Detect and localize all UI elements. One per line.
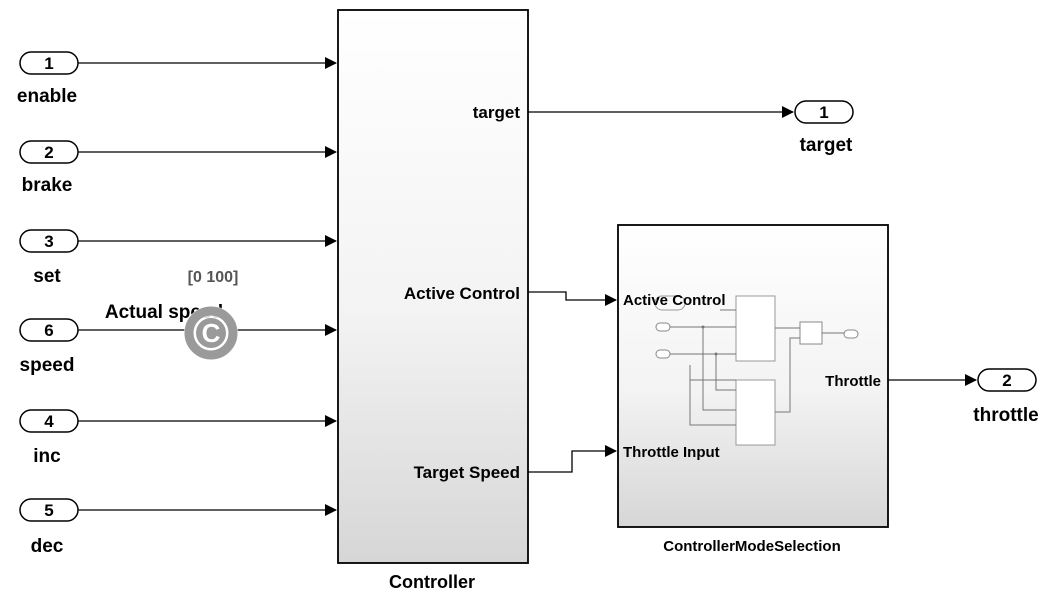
- mode-in-active-label: Active Control: [623, 292, 726, 309]
- inport-number: 4: [44, 412, 54, 431]
- inport-label: set: [33, 266, 61, 287]
- inport-number: 6: [44, 321, 53, 340]
- inport-dec[interactable]: 5 dec: [19, 498, 79, 557]
- subsystem-preview: [654, 295, 859, 446]
- controller-out-target-label: target: [473, 103, 521, 122]
- mode-in-throttle-label: Throttle Input: [623, 444, 720, 461]
- inport-number: 3: [44, 232, 53, 251]
- inport-brake[interactable]: 2 brake: [19, 140, 79, 196]
- inport-number: 1: [44, 54, 53, 73]
- outport-number: 1: [819, 103, 828, 122]
- signal-line-active-control[interactable]: [528, 291, 617, 306]
- outport-throttle[interactable]: 2 throttle: [973, 368, 1039, 426]
- inport-label: inc: [33, 446, 61, 467]
- inport-label: enable: [17, 86, 77, 107]
- inport-speed[interactable]: 6 speed: [19, 318, 79, 376]
- controller-out-active-label: Active Control: [404, 284, 520, 303]
- controller-out-speed-label: Target Speed: [414, 463, 520, 482]
- inport-enable[interactable]: 1 enable: [17, 51, 79, 107]
- inport-label: dec: [31, 536, 64, 557]
- signal-line-target-speed[interactable]: [528, 445, 617, 473]
- outport-number: 2: [1002, 371, 1011, 390]
- controller-title: Controller: [389, 572, 475, 592]
- mode-out-throttle-label: Throttle: [825, 373, 881, 390]
- inport-label: brake: [22, 175, 73, 196]
- inport-number: 2: [44, 143, 53, 162]
- controller-block[interactable]: target Active Control Target Speed: [337, 9, 529, 564]
- data-type-conversion-icon[interactable]: C: [184, 306, 238, 360]
- converter-glyph: C: [202, 318, 221, 348]
- inport-number: 5: [44, 501, 53, 520]
- inport-set[interactable]: 3 set: [19, 229, 79, 287]
- inport-inc[interactable]: 4 inc: [19, 409, 79, 467]
- outport-label: target: [800, 135, 853, 156]
- signal-range-annotation: [0 100]: [188, 269, 239, 286]
- outport-target[interactable]: 1 target: [794, 100, 854, 156]
- controller-mode-selection-block[interactable]: Active Control Throttle Input Throttle: [617, 224, 889, 528]
- inport-label: speed: [20, 355, 75, 376]
- outport-label: throttle: [973, 405, 1038, 426]
- mode-selection-title: ControllerModeSelection: [663, 538, 841, 555]
